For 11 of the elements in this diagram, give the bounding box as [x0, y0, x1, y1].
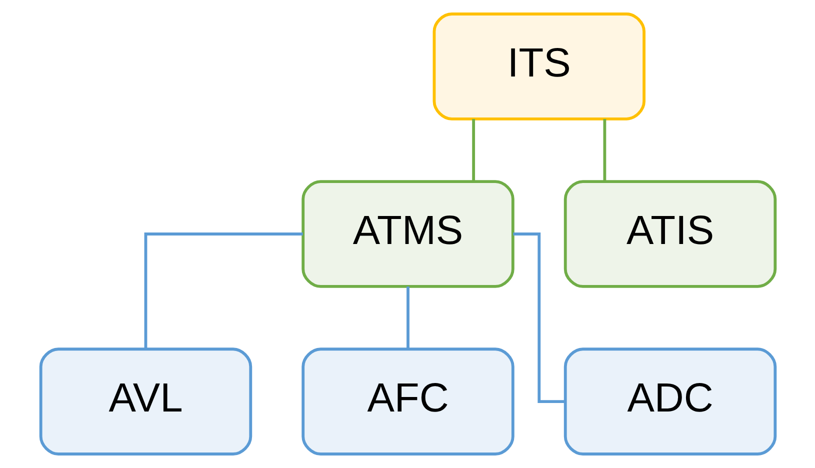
node-box: ATMS	[301, 180, 514, 288]
node-box: ATIS	[563, 180, 776, 288]
node-box: ITS	[432, 12, 645, 120]
connector	[602, 119, 606, 182]
connector	[472, 119, 475, 182]
connector	[512, 232, 565, 404]
connector	[406, 286, 409, 349]
node-box: ADC	[563, 348, 776, 456]
node-box: AVL	[38, 348, 252, 456]
node-box: AFC	[301, 348, 514, 456]
connector	[144, 232, 302, 349]
